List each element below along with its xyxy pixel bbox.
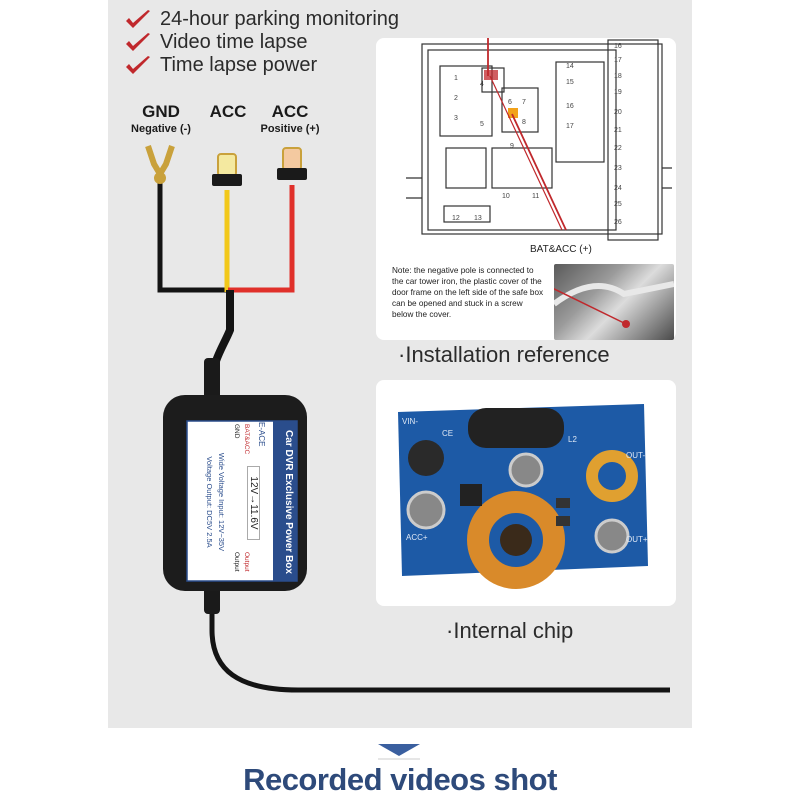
svg-text:4: 4: [480, 81, 484, 88]
pcb-photo: VIN- ACC+ OUT- OUT+ CE L2: [398, 404, 648, 589]
gnd-label: GND Negative (-): [118, 102, 204, 135]
feature-label: Time lapse power: [160, 54, 318, 76]
svg-text:20: 20: [614, 109, 622, 116]
svg-text:14: 14: [566, 63, 574, 70]
svg-text:8: 8: [522, 119, 526, 126]
pcb-label-out-neg: OUT-: [626, 451, 645, 460]
strain-relief: [204, 358, 220, 404]
capacitor: [406, 490, 446, 530]
fork-terminal-icon: [145, 145, 175, 184]
power-box-label: Car DVR Exclusive Power Box E-ACE 12V→11…: [188, 422, 296, 582]
svg-text:7: 7: [522, 99, 526, 106]
checkmark-icon: [126, 9, 150, 28]
svg-text:13: 13: [474, 215, 482, 222]
svg-text:5: 5: [480, 121, 484, 128]
pcb-label-l2: L2: [568, 435, 577, 444]
svg-text:10: 10: [502, 193, 510, 200]
acc-title: ACC: [209, 102, 247, 121]
internal-chip-caption: ·Internal chip: [446, 618, 574, 643]
toroid-coil: [586, 450, 638, 502]
port-output-pos: Output: [243, 552, 250, 572]
installation-caption: ·Installation reference: [398, 342, 610, 367]
port-bat: BAT&ACC: [243, 424, 250, 455]
svg-text:26: 26: [614, 219, 622, 226]
svg-text:18: 18: [614, 73, 622, 80]
svg-text:9: 9: [510, 143, 514, 150]
svg-text:3: 3: [454, 115, 458, 122]
pcb-board: [398, 404, 648, 576]
toroid-coil: [467, 491, 565, 589]
door-photo-detail: [543, 281, 675, 328]
fuse-tap-icon: [277, 147, 307, 180]
acc-label: ACC: [200, 102, 256, 122]
svg-text:22: 22: [614, 145, 622, 152]
installation-note: Note: the negative pole is connected to …: [392, 266, 544, 319]
svg-text:1: 1: [454, 75, 458, 82]
product-name: Car DVR Exclusive Power Box: [283, 430, 294, 574]
svg-text:11: 11: [532, 193, 539, 200]
section-title: Recorded videos shot: [243, 762, 557, 797]
acc-positive-label: ACC Positive (+): [250, 102, 330, 135]
svg-text:12: 12: [452, 215, 460, 222]
inductor: [468, 408, 564, 448]
down-arrow-icon: [378, 744, 420, 760]
feature-label: Video time lapse: [160, 31, 308, 53]
gnd-title: GND: [142, 102, 180, 121]
wiring-harness: [145, 145, 670, 693]
spec-output: Voltage Output: DC5V 2.5A: [205, 456, 214, 548]
checkmark-icon: [126, 32, 150, 51]
checkmark-icon: [126, 55, 150, 74]
svg-text:17: 17: [566, 123, 574, 130]
feature-item: 24-hour parking monitoring: [124, 8, 399, 31]
svg-text:16: 16: [566, 103, 574, 110]
feature-item: Time lapse power: [124, 54, 399, 77]
port-gnd: GND: [233, 424, 240, 439]
voltage-reading: 12V→11.6V: [247, 466, 260, 540]
capacitor: [594, 518, 630, 554]
power-box: [163, 395, 307, 591]
fuse-tap-icon: [212, 153, 242, 186]
feature-item: Video time lapse: [124, 31, 399, 54]
acc-positive-subtitle: Positive (+): [260, 123, 320, 135]
fuse-pointer-label: BAT&ACC (+): [530, 244, 592, 255]
svg-text:2: 2: [454, 95, 458, 102]
capacitor: [508, 452, 544, 488]
feature-list: 24-hour parking monitoring Video time la…: [124, 8, 399, 77]
feature-label: 24-hour parking monitoring: [160, 8, 400, 30]
acc-positive-title: ACC: [271, 102, 309, 121]
pcb-label-out-pos: OUT+: [626, 535, 648, 544]
pcb-label-ce: CE: [442, 429, 453, 438]
svg-text:15: 15: [566, 79, 574, 86]
internal-chip-card: VIN- ACC+ OUT- OUT+ CE L2: [376, 380, 676, 606]
svg-text:16: 16: [614, 43, 622, 50]
highlighted-fuse: [508, 108, 518, 118]
pcb-label-acc: ACC+: [406, 533, 428, 542]
svg-text:25: 25: [614, 201, 622, 208]
spec-input: Wide Voltage Input: 12V~35V: [217, 452, 226, 552]
door-frame-photo: [543, 264, 675, 340]
svg-text:17: 17: [614, 57, 622, 64]
svg-text:23: 23: [614, 165, 622, 172]
pcb-label-vin: VIN-: [402, 417, 418, 426]
svg-text:24: 24: [614, 185, 622, 192]
port-output-neg: Output: [233, 552, 240, 572]
gnd-subtitle: Negative (-): [131, 123, 191, 135]
svg-text:6: 6: [508, 99, 512, 106]
highlighted-fuse: [484, 70, 498, 80]
svg-text:19: 19: [614, 89, 622, 96]
ic-chip: [460, 484, 482, 506]
svg-text:21: 21: [614, 127, 622, 134]
